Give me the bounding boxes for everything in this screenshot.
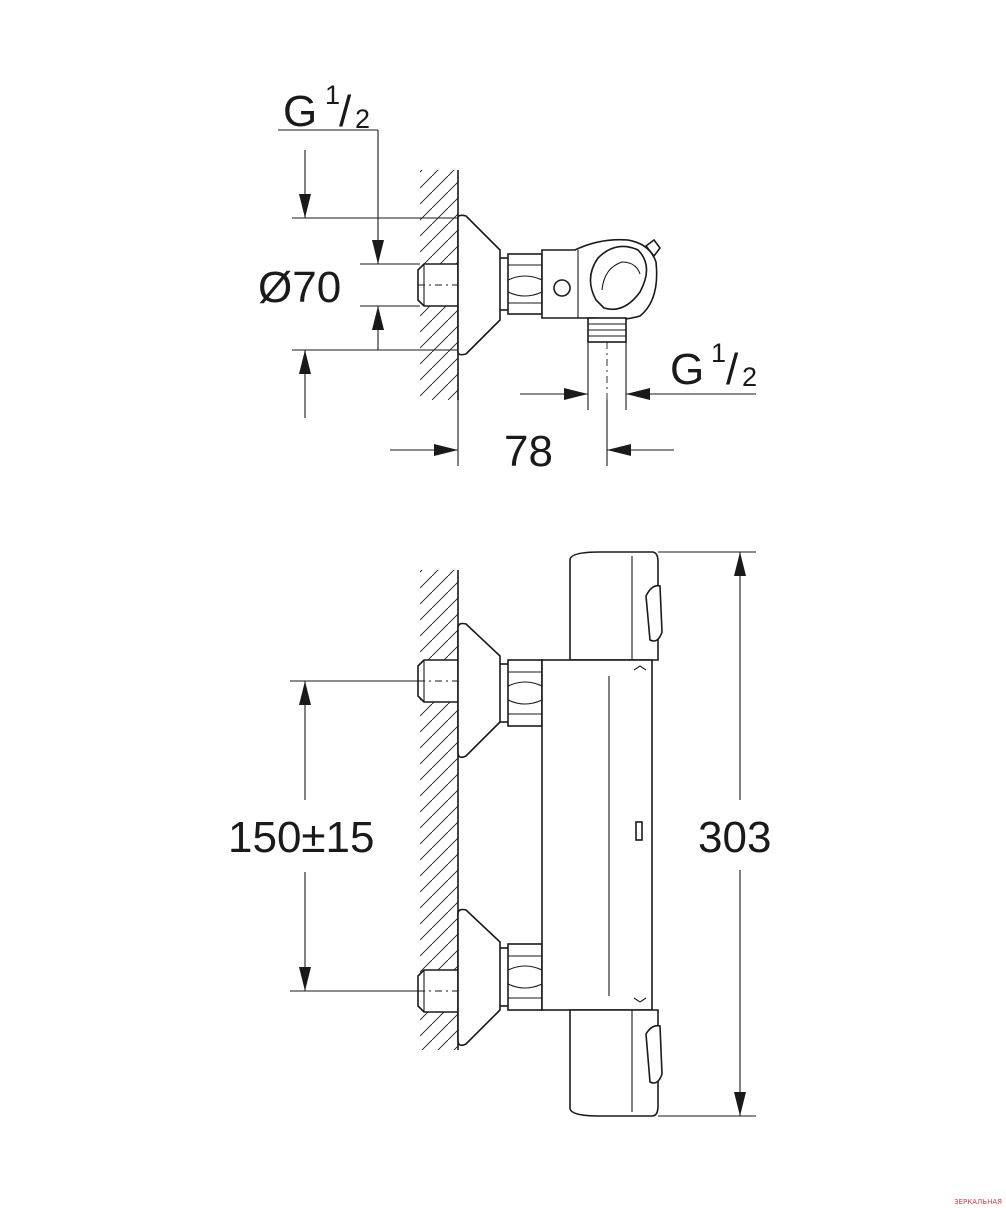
dim-body-length — [658, 551, 756, 1117]
outlet-thread-numerator: 1 — [711, 338, 726, 368]
thermostat-body-side — [541, 238, 661, 321]
outlet-thread-slash: / — [726, 345, 739, 394]
front-view: 150±15 303 — [228, 551, 771, 1117]
upper-inlet-assembly — [417, 622, 543, 759]
dim-escutcheon-diameter — [292, 150, 458, 418]
projection-label: 78 — [504, 427, 553, 476]
inlet-thread-numerator: 1 — [325, 80, 340, 110]
body-length-label: 303 — [698, 813, 771, 862]
inlet-thread-slash: / — [339, 87, 352, 136]
watermark: ЗЕРКАЛЬНАЯ — [954, 1198, 1002, 1206]
inlet-thread-main: G — [283, 87, 317, 136]
inlet-thread-denominator: 2 — [355, 104, 370, 134]
outlet-nipple-side — [587, 317, 627, 400]
hex-nut-side — [500, 253, 543, 315]
dim-projection — [390, 400, 674, 466]
inlet-spacing-label: 150±15 — [228, 813, 375, 862]
outlet-thread-denominator: 2 — [742, 362, 757, 392]
escutcheon-diameter-label: Ø70 — [258, 263, 341, 312]
dim-inlet-thread — [278, 129, 420, 350]
side-view: G 1 / 2 Ø70 G 1 / 2 — [258, 80, 757, 476]
outlet-thread-main: G — [670, 345, 704, 394]
lower-inlet-assembly — [417, 908, 543, 1047]
dim-inlet-spacing — [290, 680, 418, 992]
dim-outlet-thread — [520, 342, 756, 410]
escutcheon-side — [457, 214, 501, 356]
thermostat-body-front — [541, 551, 663, 1117]
